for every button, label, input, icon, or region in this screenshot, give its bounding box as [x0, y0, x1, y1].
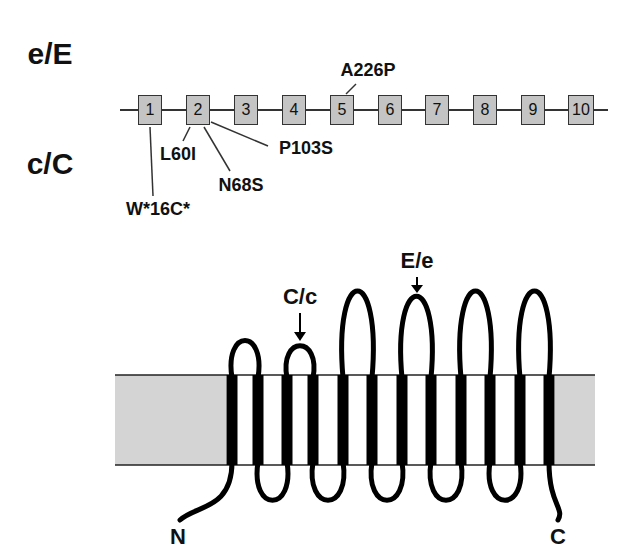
membrane-band	[555, 375, 595, 465]
helix-bar	[282, 375, 293, 465]
exon-box: 1	[138, 95, 162, 125]
leader-lines	[150, 84, 356, 196]
pointer-arrow	[299, 313, 301, 333]
exon-box: 5	[330, 95, 354, 125]
leader-line	[183, 127, 190, 141]
exon-number: 6	[386, 102, 395, 118]
allele-label: c/C	[27, 146, 74, 182]
helix-bar	[338, 375, 349, 465]
extracellular-loop	[460, 291, 492, 378]
c-terminal-tail	[549, 462, 560, 520]
gene-line	[258, 109, 282, 111]
exon-box: 6	[378, 95, 402, 125]
extracellular-loop	[231, 341, 259, 379]
exon-box: 7	[425, 95, 449, 125]
helix-bar	[544, 375, 555, 465]
pointer-arrow	[416, 277, 418, 286]
leader-line	[211, 122, 268, 146]
antigen-label: E/e	[400, 248, 433, 274]
helix-bar	[397, 375, 408, 465]
helix-bar	[485, 375, 496, 465]
exon-number: 7	[433, 102, 442, 118]
terminus-label: C	[550, 524, 566, 550]
intracellular-loop	[430, 462, 462, 500]
mutation-label: N68S	[218, 175, 263, 197]
arrowhead	[294, 332, 306, 341]
gene-line	[449, 109, 473, 111]
gene-line	[354, 109, 378, 111]
intracellular-loop	[489, 462, 521, 500]
extracellular-loop	[286, 346, 314, 378]
helix-bar	[308, 375, 319, 465]
extracellular-loop	[519, 291, 551, 378]
gene-line	[402, 109, 425, 111]
n-terminal-tail	[180, 462, 232, 520]
gene-line	[545, 109, 568, 111]
exon-box: 10	[568, 95, 594, 125]
gene-line	[210, 109, 234, 111]
helix-bar	[515, 375, 526, 465]
mutation-label: A226P	[340, 60, 395, 82]
mutation-label: L60I	[160, 144, 196, 166]
gene-line	[162, 109, 186, 111]
exon-number: 2	[194, 102, 203, 118]
helix-bar	[227, 375, 238, 465]
membrane-band	[115, 375, 226, 465]
exon-number: 4	[290, 102, 299, 118]
helix-bar	[367, 375, 378, 465]
gene-line	[497, 109, 521, 111]
mutation-label: P103S	[279, 138, 333, 160]
leader-line	[204, 127, 230, 171]
exon-box: 2	[186, 95, 210, 125]
extracellular-loop	[401, 296, 433, 378]
helix-bar	[253, 375, 264, 465]
helix-bar	[426, 375, 437, 465]
leader-line	[346, 84, 356, 94]
leader-line	[150, 127, 153, 196]
gene-line	[306, 109, 330, 111]
exon-number: 3	[242, 102, 251, 118]
mutation-label: W*16C*	[126, 199, 190, 221]
exon-number: 1	[146, 102, 155, 118]
extracellular-loop	[342, 291, 374, 378]
exon-number: 8	[481, 102, 490, 118]
exon-number: 9	[529, 102, 538, 118]
intracellular-loop	[257, 462, 288, 500]
intracellular-loop	[312, 462, 344, 500]
exon-box: 9	[521, 95, 545, 125]
exon-box: 8	[473, 95, 497, 125]
intracellular-loop	[371, 462, 403, 500]
allele-label: e/E	[27, 36, 72, 72]
antigen-label: C/c	[283, 284, 317, 310]
helix-bar	[456, 375, 467, 465]
exon-number: 10	[572, 102, 590, 118]
terminus-label: N	[170, 524, 186, 550]
arrowhead	[411, 285, 423, 293]
exon-box: 4	[282, 95, 306, 125]
transmembrane-helices	[227, 375, 555, 465]
exon-number: 5	[338, 102, 347, 118]
protein-loops	[180, 291, 560, 520]
exon-box: 3	[234, 95, 258, 125]
membrane	[115, 375, 595, 465]
